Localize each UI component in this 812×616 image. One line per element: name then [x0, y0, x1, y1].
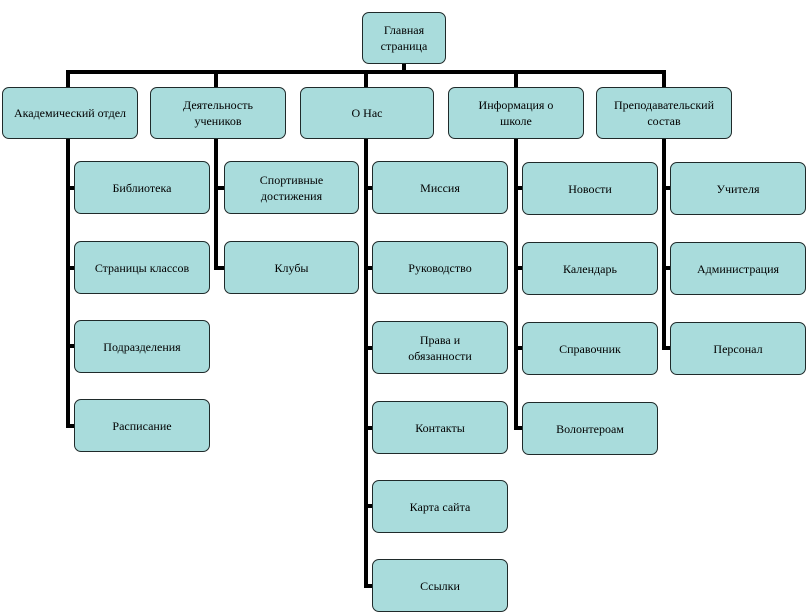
node-sports-achievements: Спортивные достижения	[224, 161, 359, 214]
section-staff: Преподавательский состав	[596, 87, 732, 139]
root-node: Главная страница	[362, 12, 446, 64]
node-site-map: Карта сайта	[372, 480, 508, 533]
node-directory: Справочник	[522, 322, 658, 375]
node-clubs: Клубы	[224, 241, 359, 294]
node-volunteers: Волонтероам	[522, 402, 658, 455]
node-contacts: Контакты	[372, 401, 508, 454]
node-library: Библиотека	[74, 161, 210, 214]
node-teachers: Учителя	[670, 162, 806, 215]
node-class-pages: Страницы классов	[74, 241, 210, 294]
section-academic: Академический отдел	[2, 87, 138, 139]
node-mission: Миссия	[372, 161, 508, 214]
node-calendar: Календарь	[522, 242, 658, 295]
node-schedule: Расписание	[74, 399, 210, 452]
node-departments: Подразделения	[74, 320, 210, 373]
node-leadership: Руководство	[372, 241, 508, 294]
node-personnel: Персонал	[670, 322, 806, 375]
node-administration: Администрация	[670, 242, 806, 295]
section-info: Информация о школе	[448, 87, 584, 139]
node-rights-duties: Права и обязанности	[372, 321, 508, 374]
section-activity: Деятельность учеников	[150, 87, 286, 139]
section-about: О Нас	[300, 87, 434, 139]
node-links: Ссылки	[372, 559, 508, 612]
node-news: Новости	[522, 162, 658, 215]
